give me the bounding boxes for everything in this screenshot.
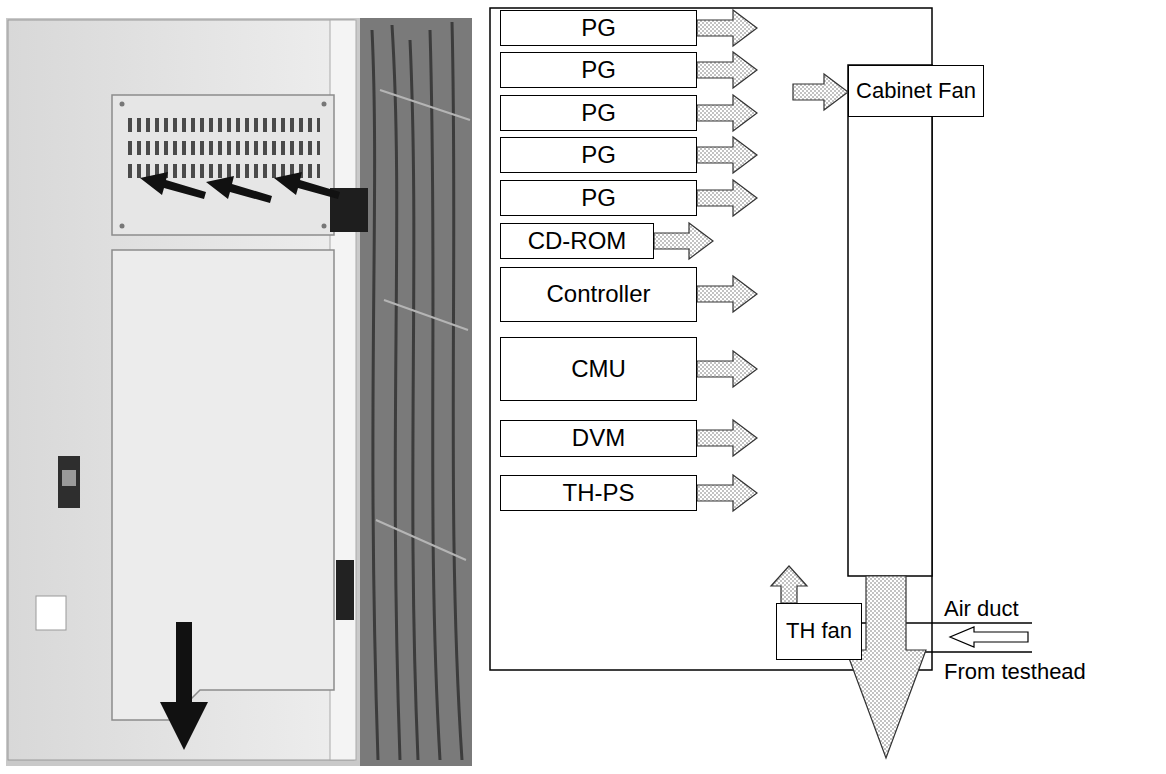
box-label: TH fan <box>786 619 852 643</box>
box-label: Controller <box>546 281 650 307</box>
airflow-arrow <box>950 627 1028 647</box>
airflow-arrow <box>793 74 848 110</box>
exhaust-arrow <box>140 172 206 199</box>
box-label: PG <box>581 142 616 168</box>
airflow-arrow <box>697 475 757 511</box>
exhaust-arrow <box>274 172 340 199</box>
box-label: PG <box>581 185 616 211</box>
component-box: PG <box>500 95 697 131</box>
box-label: DVM <box>572 425 625 451</box>
airflow-arrow <box>771 566 807 603</box>
box-label: PG <box>581 57 616 83</box>
vent-slots <box>128 113 320 182</box>
component-box: Cabinet Fan <box>848 65 984 117</box>
screw <box>322 224 327 229</box>
component-box: PG <box>500 10 697 46</box>
airflow-arrow <box>654 223 713 259</box>
component-box: TH fan <box>776 603 862 660</box>
airflow-arrow <box>697 351 757 387</box>
panel-cutout <box>36 596 66 630</box>
cable-bundle <box>372 22 462 760</box>
component-box: CMU <box>500 337 697 401</box>
airflow-arrow <box>697 276 757 312</box>
airflow-arrow <box>697 137 757 173</box>
component-box: PG <box>500 52 697 88</box>
airflow-arrow <box>697 10 757 46</box>
airflow-arrow <box>697 95 757 131</box>
box-label: CMU <box>571 356 626 382</box>
exhaust-duct <box>848 65 932 576</box>
cable-strap <box>336 560 354 620</box>
box-label: PG <box>581 15 616 41</box>
screw <box>322 102 327 107</box>
cabinet-side-panel <box>8 20 354 760</box>
cable-area <box>360 18 472 766</box>
photo-background <box>6 18 472 766</box>
component-box: PG <box>500 180 697 216</box>
component-box: Controller <box>500 267 697 322</box>
airflow-arrow <box>697 52 757 88</box>
box-label: TH-PS <box>563 480 635 506</box>
component-box: DVM <box>500 420 697 457</box>
screw <box>120 102 125 107</box>
exhaust-arrow <box>206 176 272 203</box>
component-box: CD-ROM <box>500 223 654 259</box>
component-box: TH-PS <box>500 475 697 511</box>
door-latch-key <box>62 470 76 486</box>
exhaust-arrow <box>160 622 208 750</box>
cable-highlight <box>376 90 470 560</box>
block-diagram-art <box>490 8 1032 758</box>
component-box: PG <box>500 137 697 173</box>
cabinet-photo <box>6 18 472 766</box>
box-label: PG <box>581 100 616 126</box>
airflow-arrow <box>697 420 757 456</box>
annotation-label: Air duct <box>944 597 1019 620</box>
box-label: Cabinet Fan <box>856 79 976 103</box>
airflow-arrow <box>697 180 757 216</box>
vent-panel <box>112 95 334 235</box>
box-label: CD-ROM <box>528 228 627 254</box>
screw <box>120 224 125 229</box>
annotation-label: From testhead <box>944 660 1086 683</box>
lower-cover <box>112 250 334 720</box>
door-latch <box>58 456 80 508</box>
